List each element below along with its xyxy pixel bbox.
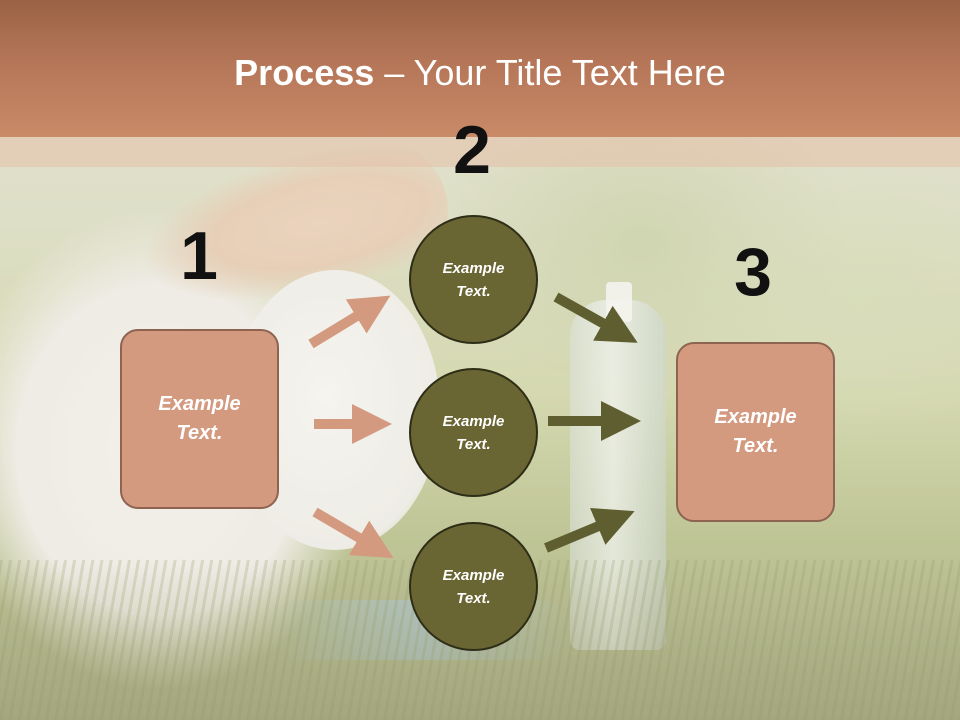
- process-circle-top: Example Text.: [409, 215, 538, 344]
- title-rest: – Your Title Text Here: [374, 52, 726, 93]
- input-box: Example Text.: [120, 329, 279, 509]
- step-number-1: 1: [180, 218, 218, 294]
- title-band: [0, 0, 960, 137]
- output-box: Example Text.: [676, 342, 835, 522]
- circle-mid-line2: Text.: [456, 435, 491, 453]
- input-box-line1: Example: [158, 393, 241, 415]
- circle-mid-line1: Example: [442, 412, 505, 430]
- process-circle-middle: Example Text.: [409, 368, 538, 497]
- circle-bot-line1: Example: [442, 566, 505, 584]
- step-number-3: 3: [734, 234, 772, 310]
- input-box-line2: Text.: [176, 422, 223, 444]
- arrow-from-circle-bottom: [544, 508, 635, 553]
- output-box-line1: Example: [714, 406, 797, 428]
- title-band-strip: [0, 137, 960, 167]
- circle-bot-line2: Text.: [456, 589, 491, 607]
- slide-title: Process – Your Title Text Here: [0, 52, 960, 94]
- circle-top-line1: Example: [442, 259, 505, 277]
- arrow-to-circle-bottom: [312, 507, 394, 559]
- circle-top-line2: Text.: [456, 282, 491, 300]
- title-bold: Process: [234, 52, 375, 93]
- step-number-2: 2: [453, 112, 491, 188]
- output-box-line2: Text.: [732, 435, 779, 457]
- process-circle-bottom: Example Text.: [409, 522, 538, 651]
- arrow-from-circle-top: [553, 292, 638, 343]
- arrow-to-circle-top: [308, 295, 391, 349]
